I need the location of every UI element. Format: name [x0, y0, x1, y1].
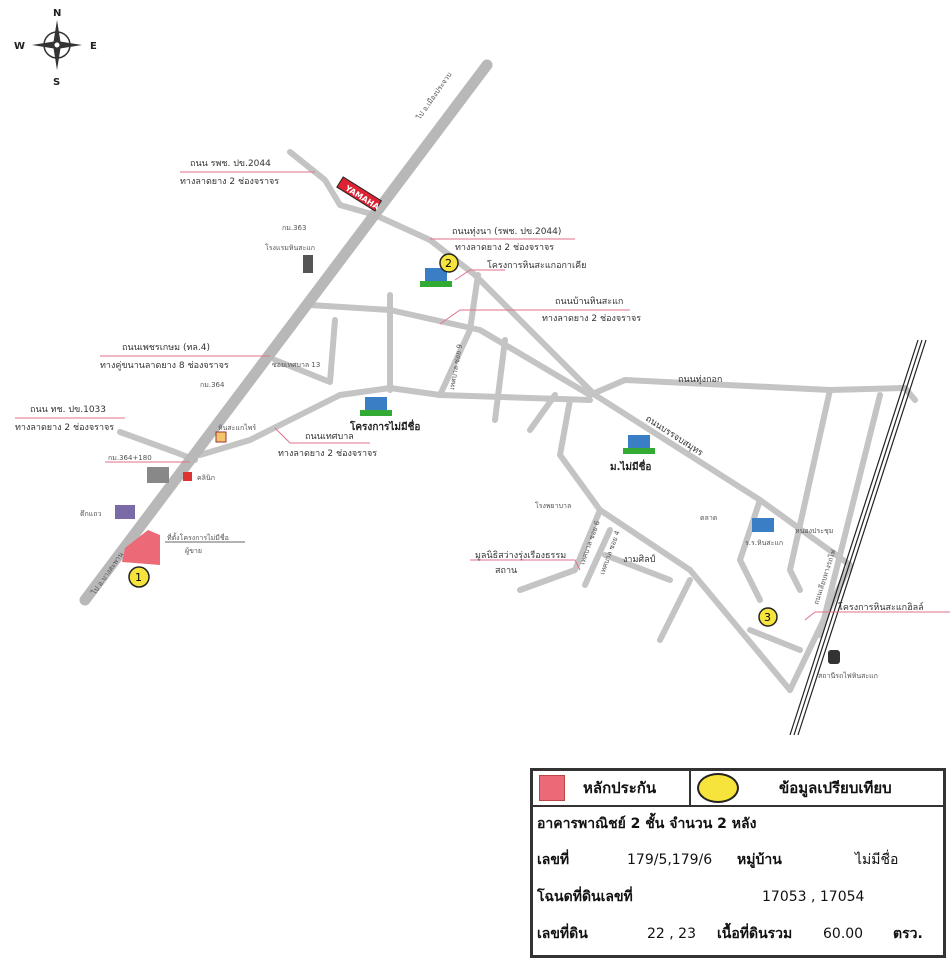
compass-w: W: [14, 41, 25, 52]
km364-180-label: กม.364+180: [108, 454, 152, 462]
property-title: อาคารพาณิชย์ 2 ชั้น จำนวน 2 หลัง: [537, 816, 757, 832]
road-desc-thungna: ทางลาดยาง 2 ช่องจราจร: [455, 243, 554, 253]
highway-south-label: ไป อ.บางสะพาน: [89, 550, 126, 597]
house-icon: [360, 397, 392, 416]
km364-label: กม.364: [200, 381, 225, 389]
legend-collateral: หลักประกัน: [533, 771, 691, 805]
village-none-label: ม.ไม่มีชื่อ: [610, 459, 651, 473]
clinic-icon: [183, 472, 192, 481]
land-no-label: เลขที่ดิน: [537, 925, 588, 942]
shophouse-icon: [115, 505, 135, 519]
foundation-sub: สถาน: [495, 566, 517, 576]
subject-site-label: ที่ตั้งโครงการไม่มีชื่อ: [167, 531, 229, 542]
collateral-swatch-icon: [539, 775, 565, 801]
legend-comparable-label: ข้อมูลเปรียบเทียบ: [779, 779, 892, 797]
shop-icon: [215, 431, 227, 443]
main-highway: [79, 59, 493, 606]
location-map: N S E W ไป อ.เมืองประจวบ ไป อ.บางสะพาน: [14, 8, 950, 736]
road-label-banhinsakaek: ถนนบ้านหินสะแก: [555, 296, 623, 307]
pond-label: หนองประชุม: [795, 527, 833, 535]
area-unit: ตรว.: [893, 925, 923, 942]
village-label: หมู่บ้าน: [737, 851, 782, 868]
road-label-thch1033: ถนน ทช. ปข.1033: [30, 405, 106, 415]
road-desc-thch1033: ทางลาดยาง 2 ช่องจราจร: [15, 423, 114, 433]
comparable-marker-2[interactable]: 2: [439, 253, 459, 273]
project-akasia-label: โครงการหินสะแกอกาเคีย: [487, 260, 586, 271]
road-desc-thetsaban: ทางลาดยาง 2 ช่องจราจร: [278, 449, 377, 459]
road-desc-rpch2044: ทางลาดยาง 2 ช่องจราจร: [180, 177, 279, 187]
legend-collateral-label: หลักประกัน: [583, 779, 657, 797]
road-label-soi13: ซอยเทศบาล 13: [272, 361, 320, 369]
hotel-icon: [303, 255, 313, 273]
legend-table: หลักประกัน ข้อมูลเปรียบเทียบ อาคารพาณิชย…: [530, 768, 946, 958]
deed-value: 17053 , 17054: [762, 888, 865, 905]
school-icon: [752, 518, 774, 532]
svg-text:1: 1: [135, 571, 142, 584]
market-label: ตลาด: [700, 514, 717, 522]
legend-comparable: ข้อมูลเปรียบเทียบ: [691, 771, 943, 805]
ngamsin-label: งามศิลป์: [623, 553, 656, 565]
area-label: เนื้อที่ดินรวม: [717, 925, 793, 942]
road-desc-banhinsakaek: ทางลาดยาง 2 ช่องจราจร: [542, 314, 641, 324]
train-icon: [828, 650, 840, 664]
compass-s: S: [53, 77, 60, 88]
project-hill-label: โครงการหินสะแกฮิลล์: [838, 601, 924, 613]
compass-rose-icon: N S E W: [14, 8, 97, 88]
hinsakaek-shop-label: หินสะแกไพร์: [218, 423, 256, 432]
land-no-value: 22 , 23: [647, 925, 696, 942]
km363-label: กม.363: [282, 224, 306, 232]
station-label: สถานีรถไฟหินสะแก: [818, 671, 878, 680]
school-label: ร.ร.หินสะแก: [745, 539, 783, 547]
house-no-label: เลขที่: [537, 851, 570, 868]
project-none-label: โครงการไม่มีชื่อ: [349, 419, 420, 433]
comparable-marker-1[interactable]: 1: [128, 566, 150, 588]
railway: [789, 339, 927, 736]
comparable-swatch-icon: [697, 773, 739, 803]
subject-site-sub: ผู้ขาย: [185, 547, 202, 555]
house-icon: [420, 268, 452, 287]
deed-label: โฉนดที่ดินเลขที่: [537, 888, 633, 905]
hospital-label: โรงพยาบาล: [535, 501, 571, 510]
compass-n: N: [53, 8, 61, 19]
foundation-label: มูลนิธิสว่างรุ่งเรืองธรรม: [475, 550, 566, 561]
road-label-thungna: ถนนทุ่งนา (รพช. ปข.2044): [452, 227, 561, 237]
clinic-label: คลินิก: [197, 474, 215, 482]
building-icon: [147, 467, 169, 483]
shophouse-label: ตึกแถว: [80, 509, 102, 518]
comparable-marker-3[interactable]: 3: [758, 607, 778, 627]
road-label-phetkasem: ถนนเพชรเกษม (ทล.4): [122, 343, 210, 353]
area-value: 60.00: [823, 925, 864, 942]
svg-text:3: 3: [764, 611, 771, 624]
house-icon: [623, 435, 655, 454]
collateral-site[interactable]: [122, 530, 160, 565]
village-value: ไม่มีชื่อ: [855, 851, 899, 868]
compass-e: E: [90, 41, 97, 52]
road-label-rpch2044: ถนน รพช. ปข.2044: [190, 159, 271, 169]
road-label-thetsaban: ถนนเทศบาล: [305, 432, 354, 442]
house-no-value: 179/5,179/6: [627, 851, 713, 868]
hotel-label: โรงแรมหินสะแก: [265, 243, 315, 252]
svg-text:2: 2: [445, 257, 452, 270]
road-label-thungkok: ถนนทุ่งกอก: [678, 375, 722, 385]
road-desc-phetkasem: ทางคู่ขนานลาดยาง 8 ช่องจราจร: [100, 361, 229, 371]
